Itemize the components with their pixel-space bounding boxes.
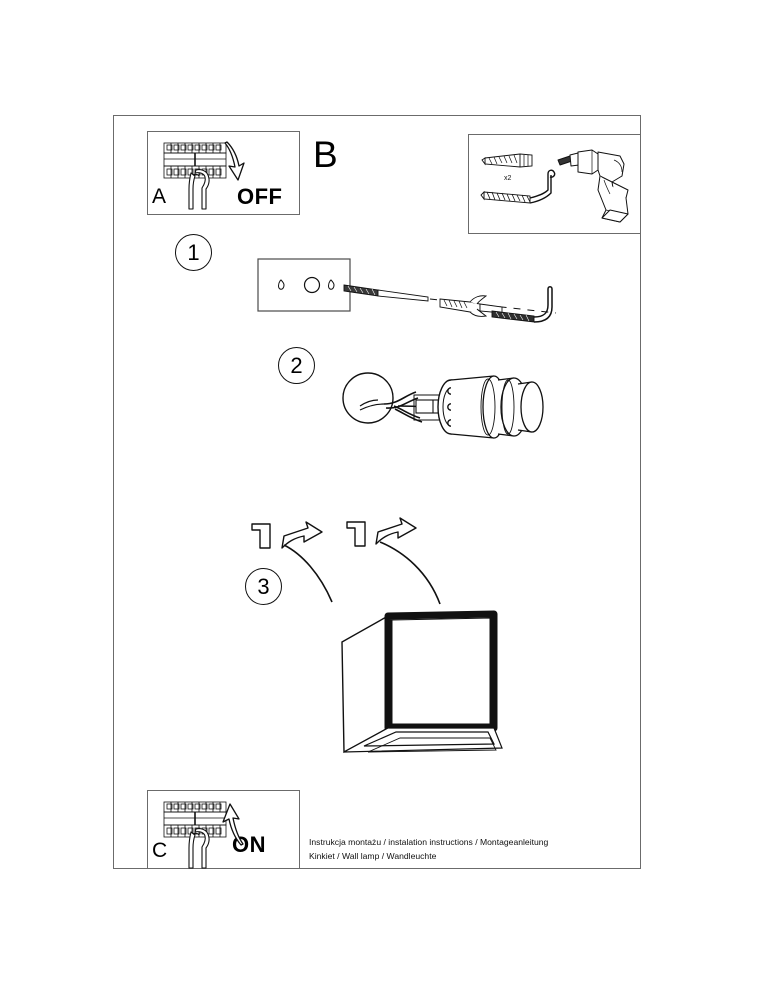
step-2-number: 2	[290, 352, 303, 378]
quantity-label: x2	[504, 175, 512, 182]
panel-a	[147, 131, 300, 215]
step-3-badge: 3	[245, 568, 282, 605]
drill-and-fixings-icon: x2	[480, 149, 629, 223]
arrow-down-off-icon	[224, 141, 245, 181]
circuit-breaker-panel-on-icon	[163, 801, 227, 869]
panel-b	[468, 134, 641, 234]
footer-line-2: Kinkiet / Wall lamp / Wandleuchte	[309, 850, 437, 861]
arrow-up-on-icon	[222, 803, 244, 846]
step-1-wall-plate-icon	[257, 258, 557, 323]
panel-a-label: A	[152, 185, 167, 208]
cube-lamp-icon	[341, 610, 503, 754]
step-3-number: 3	[257, 573, 270, 599]
sheet-border	[113, 115, 641, 869]
panel-c-label: C	[152, 839, 168, 862]
step-1-badge: 1	[175, 234, 212, 271]
footer-text-block: Instrukcja montażu / instalation instruc…	[309, 836, 548, 863]
panel-b-label: B	[313, 134, 338, 175]
step-2-wiring-socket-icon	[342, 372, 544, 439]
panel-c	[147, 790, 300, 869]
footer-line-1: Instrukcja montażu / instalation instruc…	[309, 837, 549, 847]
step-3-hooks-arrows-icon	[251, 517, 441, 605]
step-1-number: 1	[187, 239, 200, 265]
circuit-breaker-panel-off-icon	[163, 142, 227, 210]
panel-a-action-word: OFF	[237, 184, 283, 209]
step-2-badge: 2	[278, 347, 315, 384]
